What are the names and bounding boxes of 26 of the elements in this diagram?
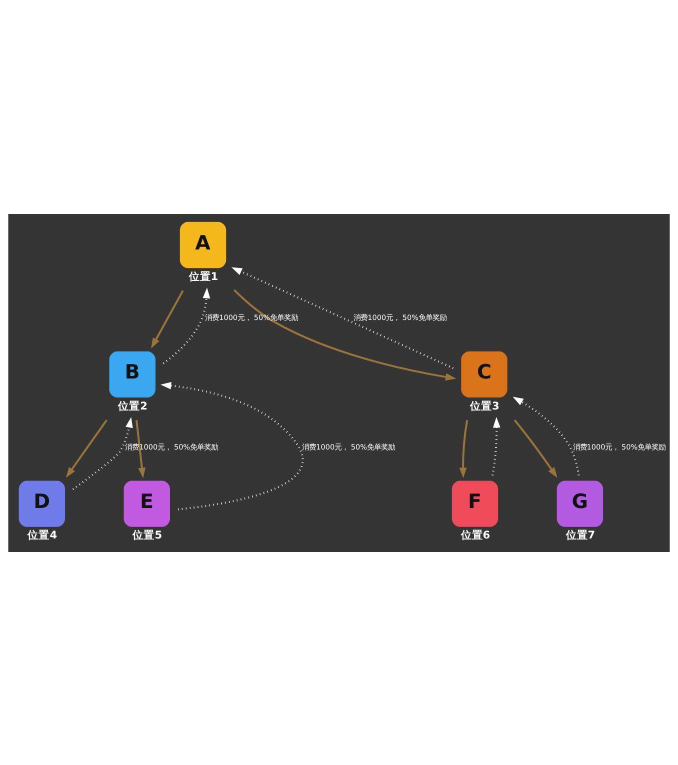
- arrow: [512, 396, 580, 475]
- node-box: G: [556, 480, 604, 526]
- arrow: [492, 416, 500, 475]
- arrow: [136, 419, 146, 478]
- arrow: [160, 381, 304, 510]
- node-label: 位置6: [460, 529, 490, 542]
- node-label: 位置7: [566, 529, 596, 542]
- arrow: [514, 419, 558, 478]
- node-box: E: [124, 480, 170, 526]
- node-box: C: [461, 350, 508, 398]
- node-label: 位置3: [470, 400, 500, 412]
- node-label: 位置4: [28, 529, 58, 542]
- node-box: D: [18, 480, 66, 526]
- node-box: B: [109, 350, 156, 398]
- node-label: 位置1: [188, 270, 218, 282]
- node-box: A: [180, 221, 226, 268]
- node-box: F: [452, 480, 498, 526]
- arrow: [66, 418, 108, 478]
- arrow: [231, 266, 454, 369]
- node-label: 位置2: [118, 400, 148, 412]
- arrow: [162, 287, 210, 364]
- arrow: [233, 288, 456, 380]
- arrow: [459, 419, 468, 478]
- node-label: 位置5: [132, 529, 162, 542]
- arrow: [72, 416, 133, 490]
- arrow: [151, 290, 184, 348]
